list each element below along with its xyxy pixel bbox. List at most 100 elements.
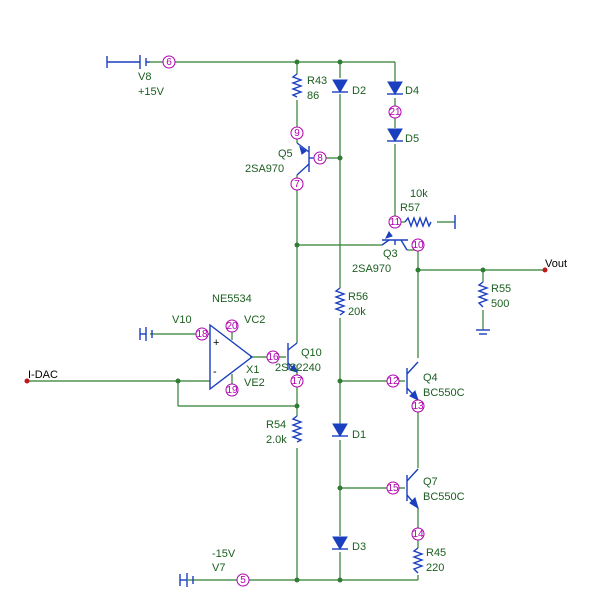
v7-value: -15V	[212, 548, 236, 560]
d1-label: D1	[352, 429, 366, 441]
r43-value: 86	[307, 90, 319, 102]
r45-resistor[interactable]	[412, 547, 424, 574]
node-marker: 21	[388, 105, 402, 119]
opamp-plus: +	[213, 337, 219, 349]
svg-text:11: 11	[390, 217, 401, 228]
output-port-pin[interactable]	[542, 267, 548, 273]
r56-resistor[interactable]	[334, 287, 346, 316]
r54-resistor[interactable]	[291, 415, 303, 443]
svg-text:9: 9	[294, 128, 300, 139]
r56-value: 20k	[348, 306, 366, 318]
d3-label: D3	[352, 541, 366, 553]
q10-part: 2SC2240	[275, 362, 321, 374]
svg-text:20: 20	[226, 321, 238, 332]
svg-text:10: 10	[412, 240, 424, 251]
svg-text:15: 15	[387, 483, 399, 494]
svg-text:18: 18	[196, 329, 208, 340]
node-marker: 6	[162, 55, 176, 69]
q7-part: BC550C	[423, 491, 465, 503]
input-port-label: I-DAC	[28, 369, 58, 381]
q5-label: Q5	[278, 148, 293, 160]
q4-part: BC550C	[423, 387, 465, 399]
q3-transistor[interactable]	[381, 231, 408, 251]
r45-value: 220	[426, 562, 444, 574]
r56-label: R56	[348, 291, 368, 303]
svg-text:6: 6	[166, 57, 172, 68]
d3-diode[interactable]	[332, 536, 348, 550]
svg-text:17: 17	[291, 376, 303, 387]
q5-transistor[interactable]	[296, 142, 313, 176]
svg-text:7: 7	[294, 179, 300, 190]
node-marker: 20	[225, 319, 239, 333]
svg-text:14: 14	[412, 529, 424, 540]
v7-label: V7	[212, 562, 225, 574]
node-marker: 18	[195, 327, 209, 341]
node-marker: 13	[411, 399, 425, 413]
r57-label: R57	[400, 202, 420, 214]
q5-part: 2SA970	[245, 163, 284, 175]
d5-label: D5	[405, 133, 419, 145]
v8-source[interactable]	[106, 55, 150, 69]
q3-label: Q3	[383, 248, 398, 260]
svg-text:5: 5	[240, 575, 246, 586]
d2-diode[interactable]	[332, 79, 348, 93]
node-marker: 16	[266, 350, 280, 364]
output-port-label: Vout	[545, 258, 567, 270]
opamp-vc-label: VC2	[244, 314, 265, 326]
r55-resistor[interactable]	[477, 281, 489, 308]
opamp-name: X1	[246, 364, 259, 376]
v7-source[interactable]	[179, 573, 194, 587]
q7-transistor[interactable]	[406, 468, 419, 510]
r55-label: R55	[491, 283, 511, 295]
r54-label: R54	[266, 419, 286, 431]
r55-value: 500	[491, 298, 509, 310]
input-port-pin[interactable]	[24, 378, 30, 384]
r54-value: 2.0k	[266, 434, 287, 446]
r43-resistor[interactable]	[291, 73, 303, 98]
v10-source[interactable]	[139, 327, 153, 341]
d1-diode[interactable]	[332, 423, 348, 437]
r57-value: 10k	[410, 188, 428, 200]
q4-transistor[interactable]	[406, 361, 419, 401]
svg-text:16: 16	[267, 352, 279, 363]
node-marker: 11	[388, 215, 402, 229]
v10-label: V10	[172, 314, 192, 326]
svg-text:21: 21	[389, 107, 401, 118]
opamp-minus: -	[213, 366, 217, 378]
wires	[27, 61, 545, 581]
ground-symbol	[454, 215, 490, 335]
node-marker: 12	[386, 374, 400, 388]
node-marker: 14	[411, 527, 425, 541]
d4-label: D4	[405, 85, 419, 97]
r45-label: R45	[426, 547, 446, 559]
svg-text:13: 13	[412, 401, 424, 412]
v8-value: +15V	[138, 86, 165, 98]
q4-label: Q4	[423, 372, 438, 384]
r57-resistor[interactable]	[404, 216, 432, 228]
node-marker: 5	[236, 573, 250, 587]
q10-transistor[interactable]	[287, 342, 298, 373]
d4-diode[interactable]	[387, 81, 403, 95]
q3-part: 2SA970	[352, 263, 391, 275]
opamp-x1[interactable]	[209, 323, 254, 391]
v8-label: V8	[138, 71, 151, 83]
node-marker: 17	[290, 374, 304, 388]
q7-label: Q7	[423, 476, 438, 488]
opamp-part: NE5534	[212, 293, 252, 305]
opamp-ve-label: VE2	[244, 377, 265, 389]
node-marker: 19	[225, 383, 239, 397]
junction-dots	[175, 59, 486, 583]
node-marker: 7	[290, 177, 304, 191]
node-marker: 9	[290, 126, 304, 140]
r43-label: R43	[307, 75, 327, 87]
node-marker: 15	[386, 481, 400, 495]
q10-label: Q10	[301, 347, 322, 359]
svg-text:12: 12	[387, 376, 399, 387]
d2-label: D2	[352, 85, 366, 97]
node-marker: 8	[313, 151, 327, 165]
node-marker: 10	[411, 238, 425, 252]
d5-diode[interactable]	[387, 128, 403, 142]
svg-text:19: 19	[226, 385, 238, 396]
svg-text:8: 8	[317, 153, 323, 164]
